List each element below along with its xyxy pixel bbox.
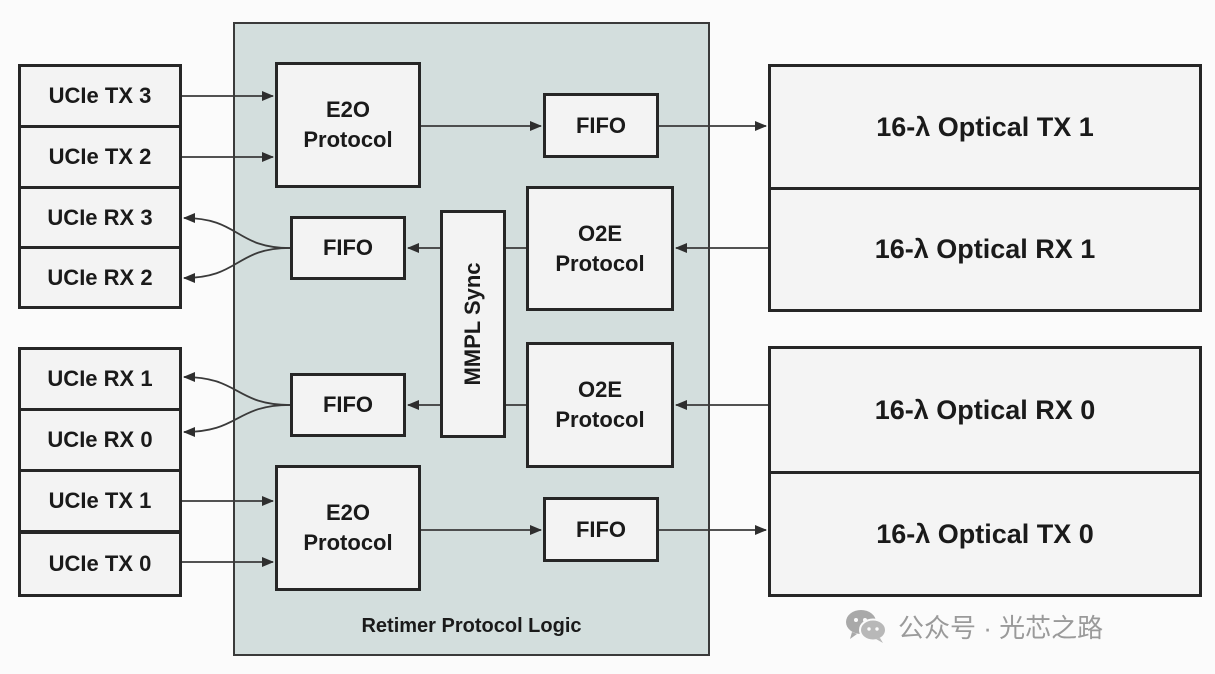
- e2o-protocol-bottom: E2O Protocol: [275, 465, 421, 591]
- wire-fifo-to-rx3: [183, 213, 291, 249]
- ucie-tx0-port: UCIe TX 0: [18, 531, 182, 597]
- o2e-protocol-bottom: O2E Protocol: [526, 342, 674, 468]
- e2o-protocol-top: E2O Protocol: [275, 62, 421, 188]
- fifo-rx-bottom: FIFO: [290, 373, 406, 437]
- ucie-tx2-port: UCIe TX 2: [18, 125, 182, 189]
- o2e-protocol-top: O2E Protocol: [526, 186, 674, 311]
- ucie-rx2-port: UCIe RX 2: [18, 246, 182, 309]
- optical-tx0: 16-λ Optical TX 0: [768, 471, 1202, 597]
- ucie-rx0-port: UCIe RX 0: [18, 408, 182, 472]
- ucie-rx1-port: UCIe RX 1: [18, 347, 182, 411]
- wire-fifo-to-rx2: [183, 247, 291, 283]
- mmpl-sync-block: MMPL Sync: [440, 210, 506, 438]
- watermark: 公众号 · 光芯之路: [844, 606, 1103, 646]
- wire-fifo-to-rx1: [183, 372, 291, 406]
- wire-fifo-to-rx0: [183, 404, 291, 437]
- fifo-tx-top: FIFO: [543, 93, 659, 158]
- fifo-rx-top: FIFO: [290, 216, 406, 280]
- fifo-tx-bottom: FIFO: [543, 497, 659, 562]
- wechat-icon: [846, 610, 887, 643]
- watermark-text: 公众号 · 光芯之路: [898, 612, 1104, 643]
- optical-rx1: 16-λ Optical RX 1: [768, 187, 1202, 312]
- retimer-label: Retimer Protocol Logic: [361, 615, 582, 637]
